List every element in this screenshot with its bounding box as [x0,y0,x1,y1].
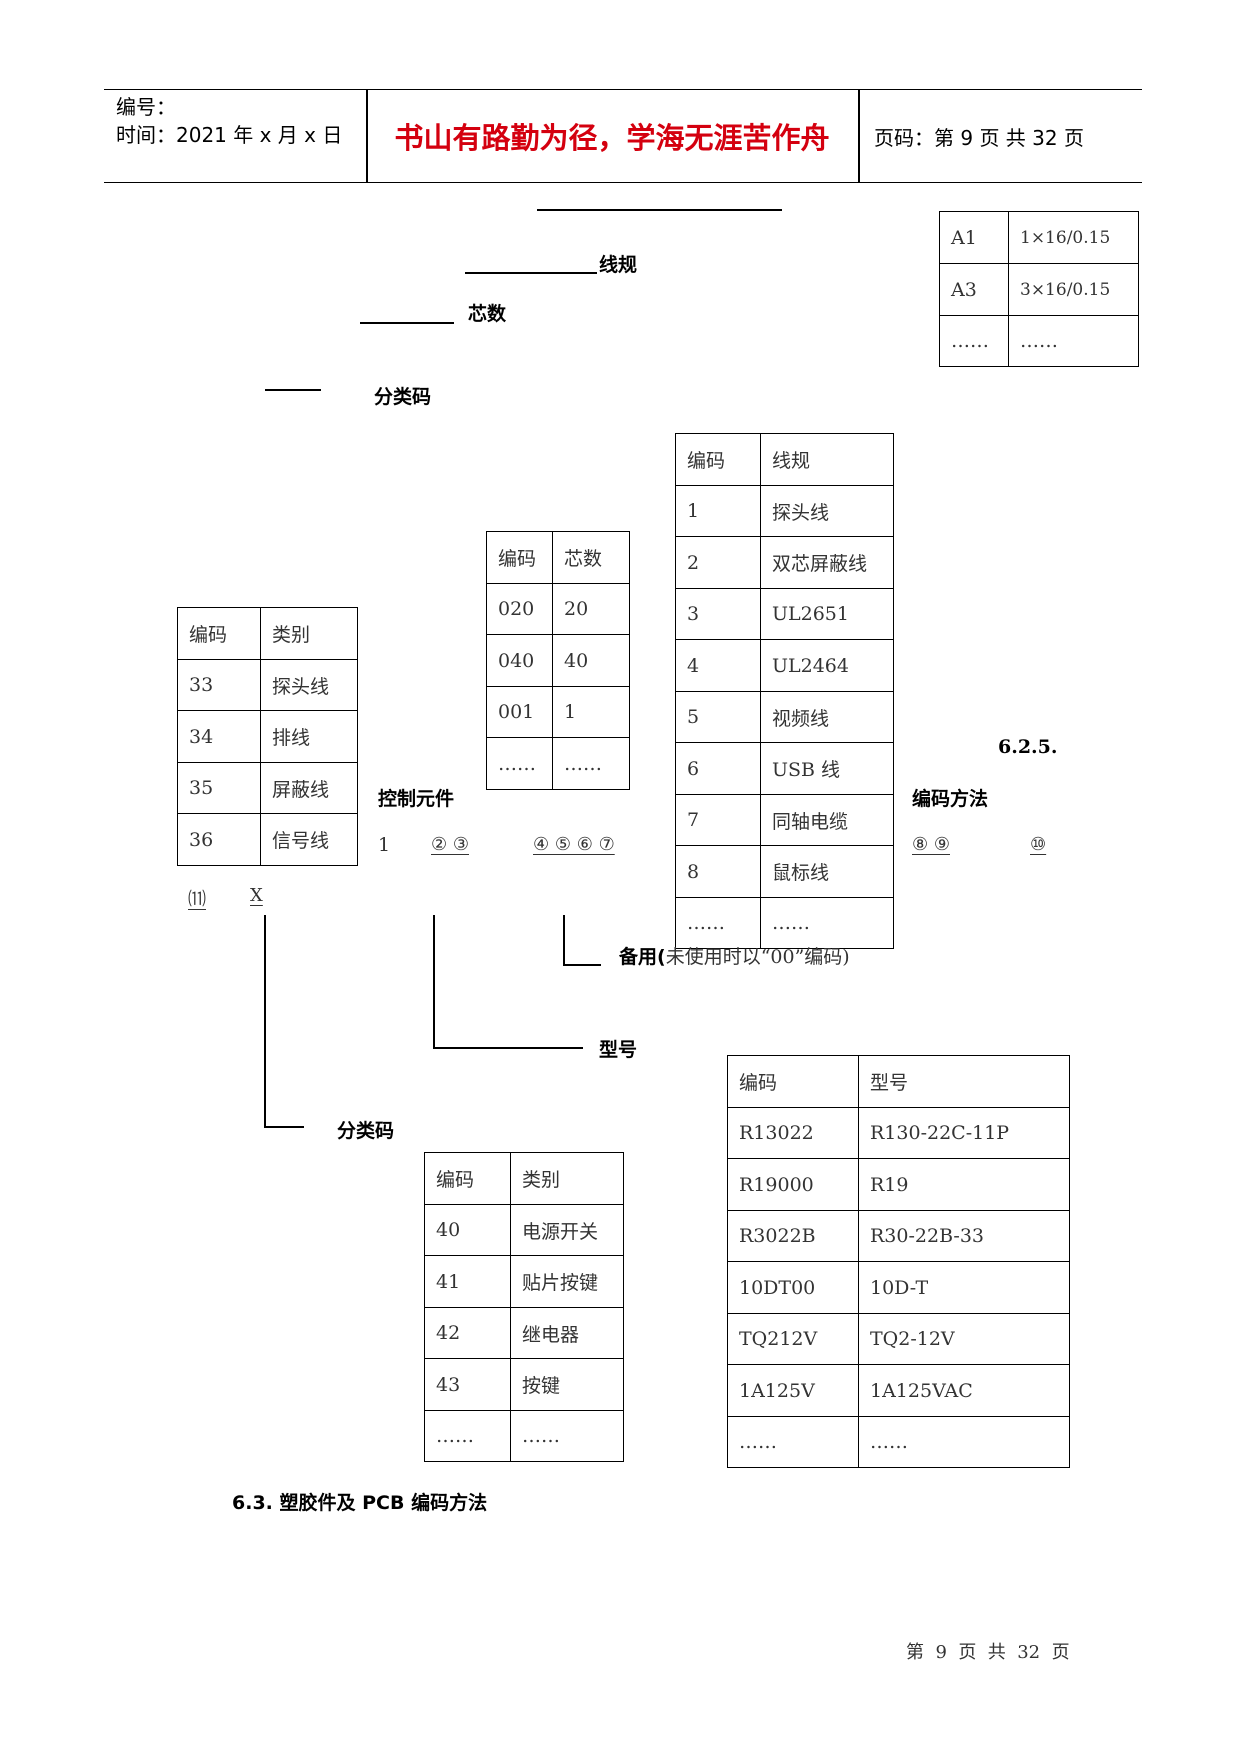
page-footer: 第 9 页 共 32 页 [906,1642,1070,1663]
section-number-625: 6.2.5. [998,736,1058,758]
wire-spec-label: 线规 [599,254,638,276]
header-meta: 编号： 时间：2021 年 x 月 x 日 [116,93,342,149]
number-label: 编号： [116,95,176,119]
model-connector-h [433,1047,583,1049]
model-label: 型号 [599,1039,638,1061]
category-connector-h [264,1126,304,1128]
code-digits-2-3: ② ③ [431,834,469,855]
model-connector-v [433,915,435,1048]
code-char-x: X [250,885,263,906]
core-count-label: 芯数 [468,303,507,325]
code-digits-4-7: ④ ⑤ ⑥ ⑦ [533,834,615,855]
page-header: 编号： 时间：2021 年 x 月 x 日 书山有路勤为径，学海无涯苦作舟 页码… [104,89,1142,183]
reserve-label: 备用(未使用时以“00”编码) [619,946,850,968]
time-label: 时间：2021 年 x 月 x 日 [116,123,343,147]
code-digit-11: ⑾ [188,889,206,910]
core-count-line [360,322,454,324]
control-component-label: 控制元件 [378,788,455,810]
reserve-connector-h [563,964,601,966]
header-page-label: 页码：第 9 页 共 32 页 [874,125,1084,150]
reserve-connector-v [563,915,565,965]
coding-method-label: 编码方法 [912,788,989,810]
category-connector-v [264,915,266,1127]
code-digit-10: ⑩ [1030,834,1047,855]
spec-line [537,209,782,211]
code-prefix: 1 [378,834,391,856]
category-code-label: 分类码 [374,386,432,408]
header-divider [858,90,860,182]
code-digits-8-9: ⑧ ⑨ [912,834,950,855]
wire-spec-line [465,272,597,274]
category-code-label-2: 分类码 [337,1120,395,1142]
category-line [265,389,321,391]
section-63-heading: 6.3. 塑胶件及 PCB 编码方法 [232,1492,488,1514]
header-divider [366,90,368,182]
header-motto: 书山有路勤为径，学海无涯苦作舟 [394,121,830,155]
